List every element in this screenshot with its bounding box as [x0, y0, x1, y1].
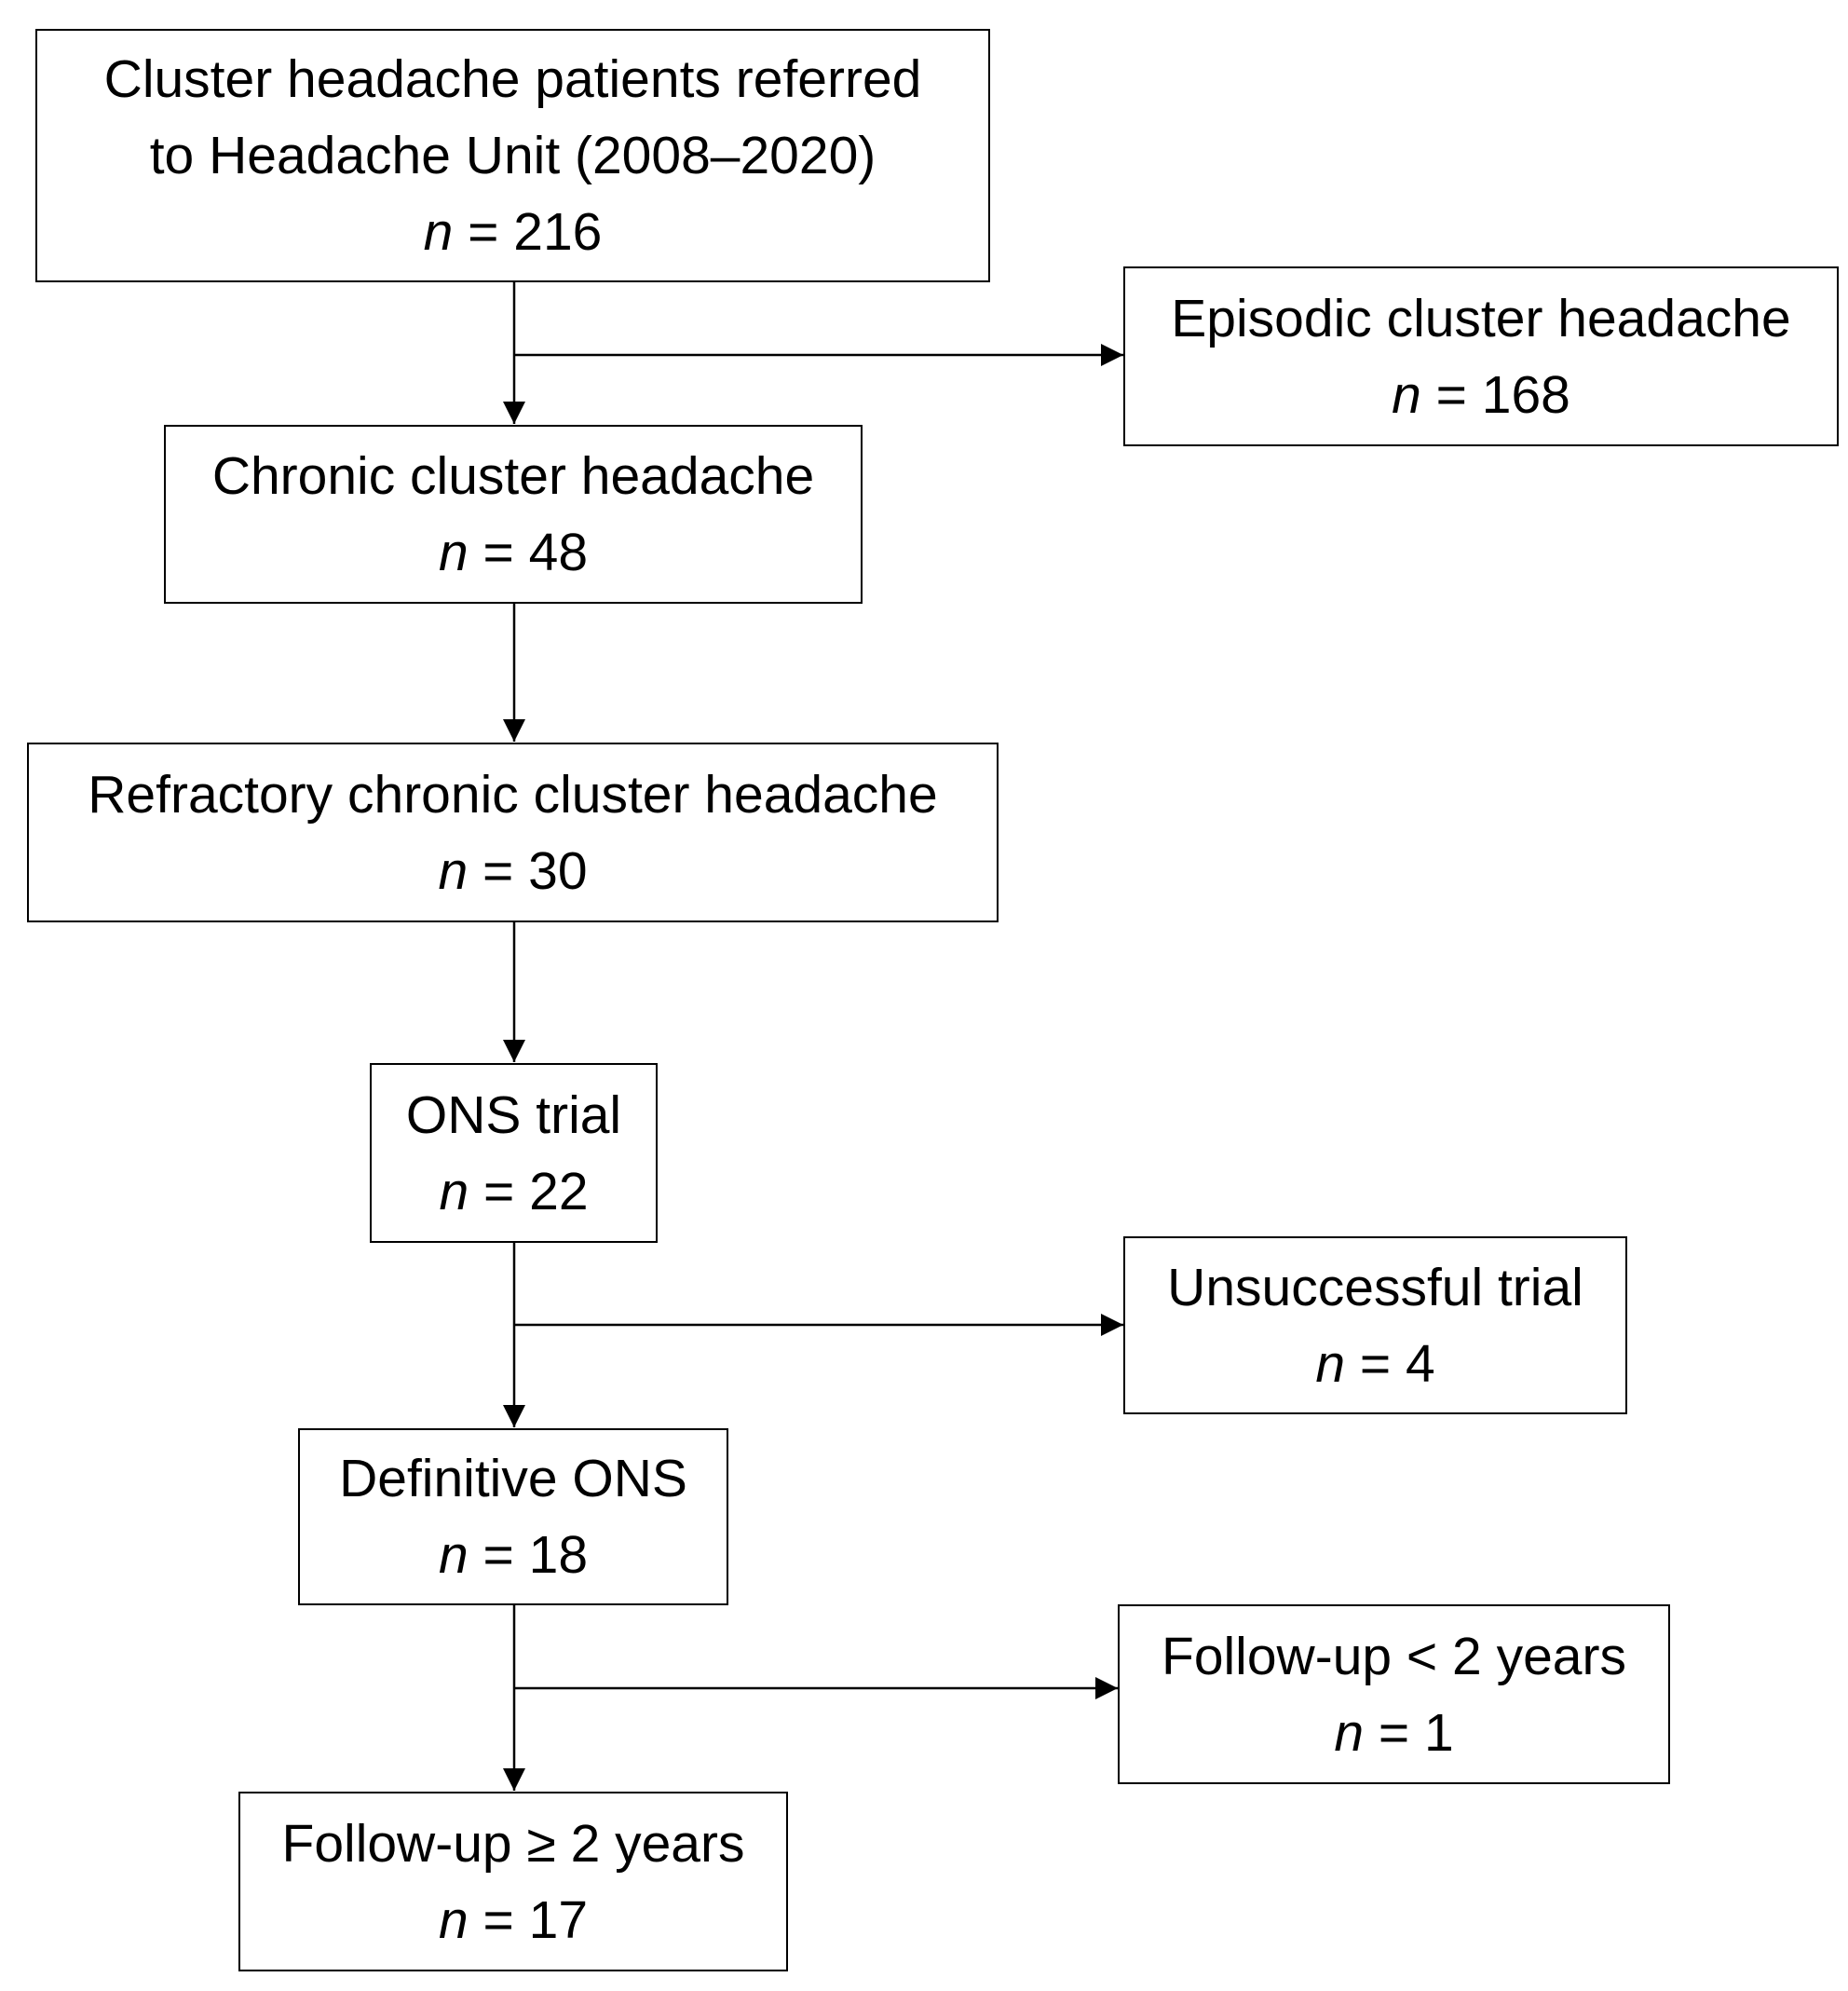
- box-definitive-ons: Definitive ONS n = 18: [298, 1428, 728, 1605]
- box-refractory-line-1: Refractory chronic cluster headache: [88, 764, 938, 825]
- box-followup-short-count: n = 1: [1334, 1695, 1453, 1771]
- box-referred-line-1: Cluster headache patients referred: [103, 49, 922, 109]
- box-referred-n-symbol: n: [423, 202, 454, 262]
- box-followup-long-n-symbol: n: [438, 1889, 469, 1950]
- box-episodic-line-1: Episodic cluster headache: [1171, 288, 1791, 348]
- box-chronic-n-symbol: n: [438, 523, 469, 582]
- box-unsuccessful-n-value: = 4: [1345, 1333, 1435, 1394]
- box-followup-short-line-1: Follow-up < 2 years: [1162, 1626, 1626, 1686]
- box-unsuccessful-line-1: Unsuccessful trial: [1167, 1257, 1583, 1317]
- box-ons-trial-n-symbol: n: [439, 1161, 469, 1221]
- box-referred-line-2: to Headache Unit (2008–2020): [149, 126, 876, 185]
- box-followup-long-line-1: Follow-up ≥ 2 years: [281, 1813, 745, 1874]
- box-ons-trial-line-1: ONS trial: [405, 1084, 622, 1145]
- box-followup-short: Follow-up < 2 years n = 1: [1118, 1604, 1670, 1784]
- box-followup-short-n-symbol: n: [1334, 1702, 1365, 1763]
- box-definitive-n-value: = 18: [468, 1525, 589, 1585]
- box-refractory-count: n = 30: [438, 833, 587, 909]
- box-chronic-count: n = 48: [439, 514, 588, 591]
- box-chronic-line-1: Chronic cluster headache: [211, 446, 815, 506]
- box-referred-patients: Cluster headache patients referred to He…: [35, 29, 990, 282]
- box-followup-long-n-value: = 17: [468, 1889, 589, 1950]
- box-chronic-n-value: = 48: [468, 523, 589, 582]
- box-referred-n-value: = 216: [453, 202, 603, 262]
- box-followup-short-n-value: = 1: [1364, 1702, 1454, 1763]
- box-ons-trial-n-value: = 22: [469, 1161, 589, 1221]
- box-refractory-n-symbol: n: [438, 840, 469, 901]
- box-definitive-line-1: Definitive ONS: [339, 1449, 687, 1508]
- box-followup-long-count: n = 17: [439, 1882, 588, 1958]
- box-episodic-n-value: = 168: [1420, 364, 1570, 425]
- box-episodic: Episodic cluster headache n = 168: [1123, 266, 1839, 446]
- box-episodic-count: n = 168: [1392, 357, 1570, 433]
- box-unsuccessful-trial: Unsuccessful trial n = 4: [1123, 1236, 1627, 1414]
- box-referred-count: n = 216: [424, 194, 603, 270]
- box-ons-trial: ONS trial n = 22: [370, 1063, 658, 1243]
- box-unsuccessful-n-symbol: n: [1315, 1333, 1346, 1394]
- box-chronic: Chronic cluster headache n = 48: [164, 425, 863, 604]
- box-episodic-n-symbol: n: [1392, 364, 1421, 425]
- box-definitive-n-symbol: n: [438, 1525, 469, 1585]
- box-refractory-n-value: = 30: [468, 840, 588, 901]
- box-unsuccessful-count: n = 4: [1315, 1326, 1434, 1402]
- box-followup-long: Follow-up ≥ 2 years n = 17: [238, 1792, 788, 1971]
- box-refractory: Refractory chronic cluster headache n = …: [27, 743, 999, 922]
- box-ons-trial-count: n = 22: [439, 1153, 588, 1230]
- box-definitive-count: n = 18: [439, 1517, 588, 1593]
